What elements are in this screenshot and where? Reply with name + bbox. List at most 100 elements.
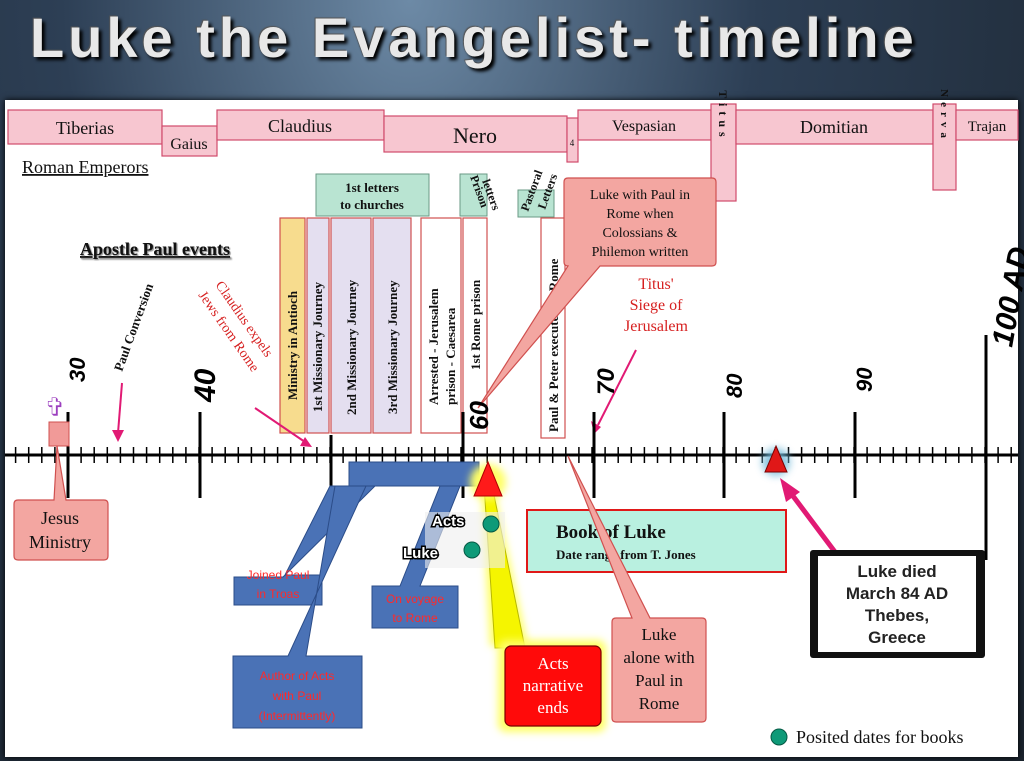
callout-text: Luke with Paul in: [590, 188, 690, 203]
emperor-vespasian: Vespasian: [577, 109, 712, 141]
callout-text: Rome when: [606, 207, 673, 222]
callout-text: in Troas: [257, 587, 300, 601]
apostle-paul-events-label: Apostle Paul events: [80, 239, 230, 259]
luke-died-box: Luke died March 84 AD Thebes, Greece: [810, 550, 985, 658]
callout-text: narrative: [523, 676, 583, 695]
event-third-journey: 3rd Missionary Journey: [372, 217, 412, 434]
callout-text: to Rome: [392, 611, 438, 625]
callout-text: Author of Acts: [260, 669, 335, 683]
event-second-journey: 2nd Missionary Journey: [330, 217, 372, 434]
emperor-label: Nero: [453, 123, 497, 148]
letters-text: to churches: [340, 197, 404, 212]
callout-text: Greece: [868, 628, 926, 647]
legend: Posited dates for books: [770, 727, 963, 747]
luke-date-dot: [463, 541, 481, 559]
prison-letters-box: Prison letters: [459, 173, 503, 217]
paul-conversion-label: Paul Conversion: [111, 281, 157, 373]
emperor-label: Claudius: [268, 116, 332, 136]
callout-text: Acts: [537, 654, 568, 673]
jesus-marker: ✞: [44, 393, 70, 447]
callout-text: Joined Paul: [247, 568, 310, 582]
event-rome-prison: 1st Rome prison: [462, 217, 488, 434]
cross-icon: ✞: [44, 393, 66, 423]
emperor-label: Domitian: [800, 117, 868, 137]
event-label: Ministry in Antioch: [285, 290, 300, 400]
callout-text: Luke died: [857, 562, 936, 581]
callout-text: Luke: [642, 625, 677, 644]
luke-label: Luke: [403, 545, 438, 562]
slide-title: Luke the Evangelist- timeline: [30, 6, 918, 69]
emperor-label: Nerva: [938, 89, 950, 143]
letters-text: 1st letters: [345, 180, 399, 195]
emperor-label: Trajan: [968, 119, 1007, 135]
luke-alone-callout: Luke alone with Paul in Rome: [567, 455, 707, 723]
event-ministry-antioch: Ministry in Antioch: [279, 217, 306, 434]
acts-end-marker: [473, 460, 503, 497]
roman-emperors-label: Roman Emperors: [22, 157, 148, 177]
emperor-nerva: Nerva: [932, 89, 957, 191]
first-letters-box: 1st letters to churches: [315, 173, 430, 217]
event-arrested: Arrested - Jerusalem prison - Caesarea: [420, 217, 462, 434]
callout-text: Jesus: [41, 508, 79, 528]
book-of-luke-title: Book of Luke: [556, 522, 666, 543]
emperor-bands: Tiberias Gaius Claudius Nero 4 Vespasian: [7, 89, 1019, 202]
emperor-claudius: Claudius: [216, 109, 385, 141]
emperor-gaius: Gaius: [161, 125, 218, 157]
acts-label: Acts: [432, 513, 465, 530]
acts-ends-callout: Acts narrative ends: [470, 460, 606, 732]
emperor-label: Titus: [716, 90, 730, 141]
callout-text: March 84 AD: [846, 584, 948, 603]
book-of-luke-box: Book of Luke Date range from T. Jones: [526, 509, 787, 573]
callout-text: Ministry: [29, 532, 91, 552]
callout-text: alone with: [623, 648, 695, 667]
callout-text: Philemon written: [592, 245, 689, 260]
decade-label: 90: [852, 367, 877, 392]
emperor-label: Tiberias: [56, 118, 114, 138]
book-of-luke-sub: Date range from T. Jones: [556, 547, 696, 562]
event-label: 1st Missionary Journey: [310, 282, 325, 413]
claudius-arrow: [254, 407, 306, 443]
callout-text: Rome: [639, 694, 680, 713]
callout-text: with Paul: [272, 689, 322, 703]
legend-text: Posited dates for books: [796, 727, 963, 747]
paul-conversion-arrowhead: [112, 430, 124, 442]
emperor-label: Gaius: [170, 136, 207, 153]
event-boxes: Ministry in Antioch 1st Missionary Journ…: [279, 217, 566, 439]
event-label: Arrested - Jerusalem: [426, 288, 441, 405]
claudius-arrowhead: [300, 437, 312, 447]
callout-text: ends: [537, 698, 568, 717]
luke-colossians-callout: Luke with Paul in Rome when Colossians &…: [477, 177, 717, 409]
paul-conversion-arrow: [117, 382, 123, 434]
callout-text: Thebes,: [865, 606, 929, 625]
callout-text: Colossians &: [602, 226, 677, 241]
decade-label: 60: [464, 401, 494, 430]
pastoral-letters-box: Pastoral Letters: [517, 168, 560, 218]
callout-text: On voyage: [386, 592, 444, 606]
jesus-ministry-callout: Jesus Ministry: [13, 445, 109, 561]
legend-dot-icon: [770, 728, 788, 746]
acts-date-dot: [482, 515, 500, 533]
event-label: prison - Caesarea: [443, 307, 458, 405]
emperor-trajan: Trajan: [955, 109, 1019, 141]
emperor-label: 4: [570, 138, 575, 148]
emperor-four: 4: [566, 117, 579, 163]
decade-label: 70: [593, 368, 620, 395]
emperor-nero: Nero: [383, 115, 568, 153]
decade-label: 30: [65, 357, 90, 382]
callout-text: Paul in: [635, 671, 683, 690]
emperor-label: Vespasian: [612, 118, 676, 135]
event-label: 2nd Missionary Journey: [344, 279, 359, 415]
emperor-tiberias: Tiberias: [7, 109, 163, 145]
titus-siege-label: Siege of: [630, 297, 684, 314]
decade-label: 80: [722, 373, 747, 398]
callout-text: (Intermittently): [259, 709, 336, 723]
emperor-domitian: Domitian: [735, 109, 934, 145]
timeline-axis: [5, 447, 1018, 463]
decade-label: 40: [189, 368, 222, 403]
event-label: 1st Rome prison: [468, 279, 483, 370]
decade-label: 100 AD: [986, 244, 1024, 349]
titus-arrow: [597, 349, 637, 426]
event-first-journey: 1st Missionary Journey: [306, 217, 330, 434]
